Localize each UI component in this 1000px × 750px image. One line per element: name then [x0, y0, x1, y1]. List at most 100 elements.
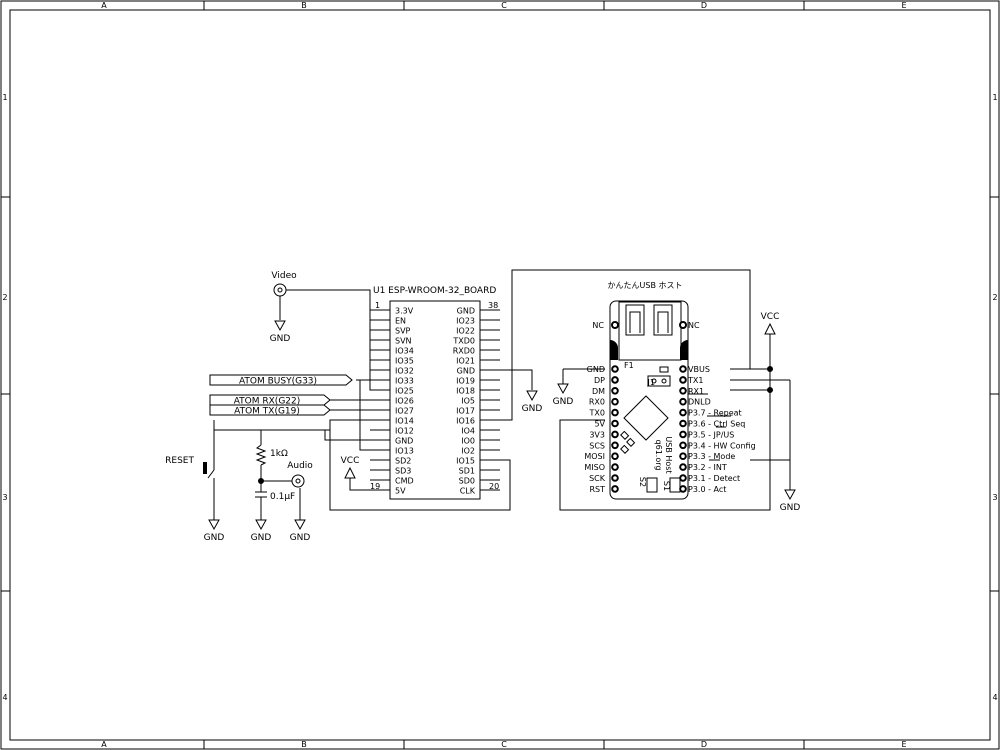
u1-right-pin-label: IO17: [456, 407, 475, 416]
u1-left-pin-label: SD2: [395, 457, 411, 466]
usb-board-text: q61.org: [654, 440, 663, 471]
usb-right-pin-label: P3.5 - JP/US: [688, 430, 734, 439]
passive-components: [203, 283, 796, 531]
usb-left-pad: [611, 452, 619, 461]
usb-left-pad: [611, 419, 619, 428]
u1-pin-20: 20: [489, 482, 499, 491]
resistor-label: 1kΩ: [270, 449, 288, 459]
u1-left-pin-label: CMD: [395, 477, 414, 486]
usb-left-pin-label: RX0: [589, 398, 605, 407]
u1-right-pin-label: GND: [457, 367, 475, 376]
usb-board-body: [609, 300, 689, 500]
column-label-top: C: [501, 1, 507, 10]
u1-left-pin-label: IO26: [395, 397, 414, 406]
row-label-right: 3: [992, 493, 997, 502]
atom-rx-label-flag: [209, 394, 331, 406]
usb-smd-part: [620, 430, 630, 440]
u1-left-pin-label: IO25: [395, 387, 414, 396]
column-label-bottom: E: [901, 740, 906, 749]
usb-s2-label: S2: [638, 477, 647, 487]
gnd-label-res: GND: [251, 533, 272, 543]
column-label-top: B: [301, 1, 307, 10]
gnd-label-right: GND: [780, 503, 801, 513]
wire-usb-5v: [559, 336, 771, 511]
row-label-left: 4: [2, 693, 7, 702]
u1-left-pin-label: IO12: [395, 427, 414, 436]
row-label-left: 2: [2, 293, 7, 302]
u1-right-pin-label: SD1: [459, 467, 475, 476]
usb-right-pin-label: P3.0 - Act: [688, 485, 726, 494]
column-label-bottom: C: [501, 740, 507, 749]
usb-left-pad: [611, 376, 619, 384]
usb-left-pin-label: MOSI: [584, 452, 605, 461]
usb-smd-part: [620, 444, 630, 454]
resistor-1k: [255, 444, 267, 466]
inner-border: [9, 9, 991, 741]
gnd-symbol: [526, 390, 538, 402]
u1-left-pin-label: IO32: [395, 367, 414, 376]
usb-right-pad: [679, 365, 687, 373]
wire-junction: [258, 478, 264, 484]
usb-right-pin-label: P3.4 - HW Config: [688, 441, 756, 450]
u1-left-pin-label: IO14: [395, 417, 414, 426]
atom-busy-label: ATOM BUSY(G33): [239, 377, 317, 387]
usb-nc-right-label: NC: [688, 321, 700, 330]
gnd-label-video: GND: [270, 334, 291, 344]
gnd-symbol: [784, 489, 796, 501]
usb-right-pad: [679, 441, 687, 450]
usb-led: [659, 366, 669, 373]
u1-right-pin-label: GND: [457, 307, 475, 316]
usb-left-pad: [611, 474, 619, 482]
usb-left-pad: [611, 441, 619, 450]
u1-left-pin-label: IO33: [395, 377, 414, 386]
video-connector: [273, 283, 287, 297]
gnd-symbol: [208, 519, 220, 531]
u1-right-pin-label: IO2: [461, 447, 475, 456]
u1-pin-1: 1: [375, 301, 380, 310]
vcc-label-right: VCC: [761, 312, 780, 322]
usb-right-pad: [679, 419, 687, 428]
u1-right-pin-label: IO15: [456, 457, 475, 466]
usb-right-pin-label: P3.3 - Mode: [688, 452, 735, 461]
u1-right-pin-label: IO22: [456, 327, 475, 336]
usb-connector-contact: [629, 311, 641, 333]
u1-left-pin-label: 5V: [395, 487, 406, 496]
row-label-left: 3: [2, 493, 7, 502]
gnd-symbol: [557, 383, 569, 395]
usb-connector-contact: [657, 311, 669, 333]
video-connector-center: [277, 287, 283, 293]
audio-label: Audio: [287, 461, 313, 471]
usb-right-pad: [679, 474, 687, 482]
usb-jumper-pin: [651, 378, 657, 384]
wire-u1-gnd: [500, 369, 533, 390]
usb-left-pin-label: SCS: [589, 441, 605, 450]
usb-left-pin-label: 5V: [594, 420, 605, 429]
usb-right-pin-label: TX1: [687, 376, 703, 385]
usb-nc-pad: [611, 321, 619, 329]
audio-connector: [291, 474, 305, 488]
u1-right-pin-label: RXD0: [453, 347, 475, 356]
usb-left-pin-label: TX0: [589, 409, 605, 418]
video-label: Video: [271, 271, 297, 281]
u1-left-pin-label: SD3: [395, 467, 411, 476]
usb-jumper: [647, 375, 671, 387]
u1-left-pin-label: SVN: [395, 337, 412, 346]
u1-right-pin-label: IO0: [461, 437, 475, 446]
usb-right-pin-label: P3.7 - Repeat: [688, 409, 742, 418]
usb-left-pad: [611, 485, 619, 493]
usb-right-pad: [679, 463, 687, 471]
usb-left-pin-label: GND: [587, 365, 605, 374]
usb-switch: [669, 477, 681, 493]
atom-tx-label: ATOM TX(G19): [234, 407, 300, 417]
usb-j1-label: J1: [647, 378, 655, 387]
row-label-right: 1: [992, 93, 997, 102]
usb-left-pin-label: RST: [589, 485, 605, 494]
column-label-top: A: [101, 1, 107, 10]
usb-left-pin-label: DM: [592, 387, 605, 396]
atom-busy-label-flag: [209, 374, 353, 386]
gnd-label-reset: GND: [204, 533, 225, 543]
u1-title: U1 ESP-WROOM-32_BOARD: [373, 286, 496, 296]
column-label-bottom: D: [701, 740, 707, 749]
